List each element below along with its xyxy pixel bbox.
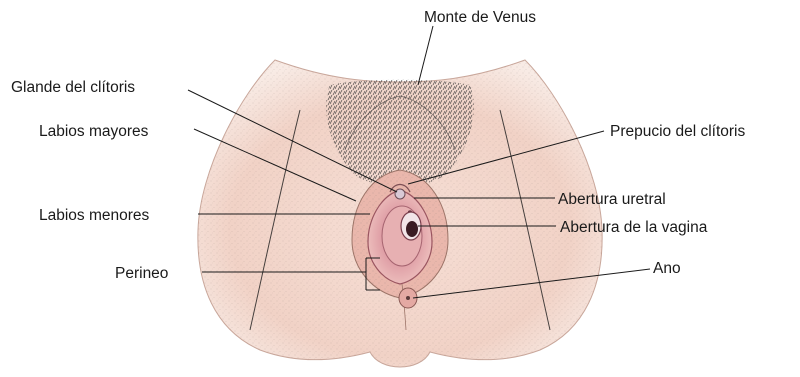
- clitoral-glans-shape: [395, 189, 405, 199]
- label-vaginal: Abertura de la vagina: [560, 219, 708, 236]
- label-urethral: Abertura uretral: [558, 191, 666, 208]
- label-mons: Monte de Venus: [424, 9, 536, 26]
- label-clitoral-hood: Prepucio del clítoris: [610, 123, 746, 140]
- leader-mons: [418, 26, 433, 85]
- anus-center: [406, 296, 410, 300]
- label-perineum: Perineo: [115, 265, 168, 282]
- vaginal-canal-shape: [406, 221, 418, 237]
- label-anus: Ano: [653, 260, 681, 277]
- label-labia-minora: Labios menores: [39, 207, 150, 224]
- label-labia-majora: Labios mayores: [39, 123, 149, 140]
- label-clitoris-glans: Glande del clítoris: [11, 79, 135, 96]
